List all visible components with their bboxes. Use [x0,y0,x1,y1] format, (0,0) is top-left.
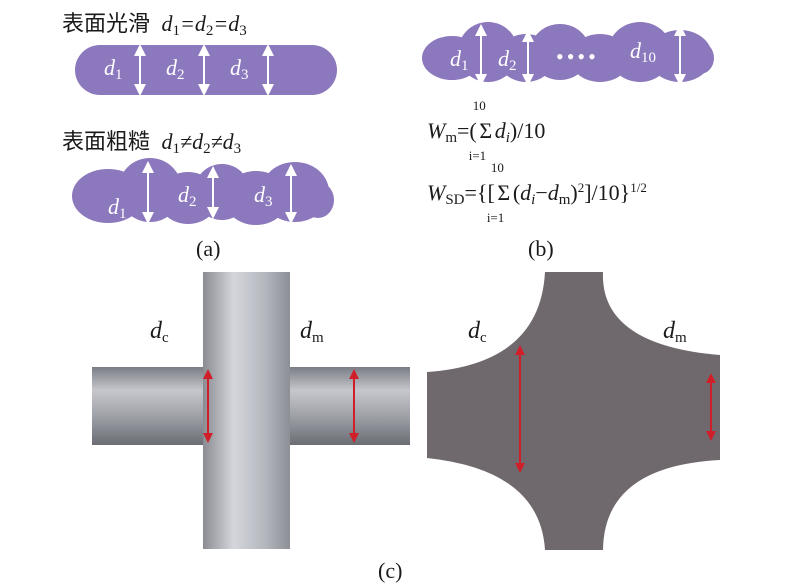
rough-label-d3: d3 [254,182,273,210]
dc-label-photo: dc [150,318,169,346]
rough-condition: d1≠d2≠d3 [161,129,242,157]
measure-label-d2: d2 [498,46,517,74]
measure-ellipsis: •••• [556,44,599,69]
smooth-label-d2: d2 [166,55,185,83]
measure-label-d1: d1 [450,46,469,74]
rough-label-d1: d1 [108,194,127,222]
smooth-label-d3: d3 [230,55,249,83]
dm-label-photo: dm [300,318,324,346]
measured-fiber [422,22,714,82]
measure-label-d10: d10 [630,38,656,66]
rough-surface-heading: 表面粗糙 d1≠d2≠d3 [62,129,242,157]
smooth-surface-heading: 表面光滑 d1=d2=d3 [62,11,247,39]
smooth-condition: d1=d2=d3 [161,11,247,39]
caption-c: (c) [378,558,403,583]
caption-b: (b) [528,236,554,261]
vertical-fiber-photo [203,272,290,549]
smooth-label-d1: d1 [104,55,123,83]
rough-fiber [72,158,334,225]
caption-a: (a) [196,236,221,261]
dm-label-neck: dm [663,318,687,346]
sintered-neck-shape [427,272,720,550]
rough-label-d2: d2 [178,182,197,210]
dc-label-neck: dc [468,318,487,346]
